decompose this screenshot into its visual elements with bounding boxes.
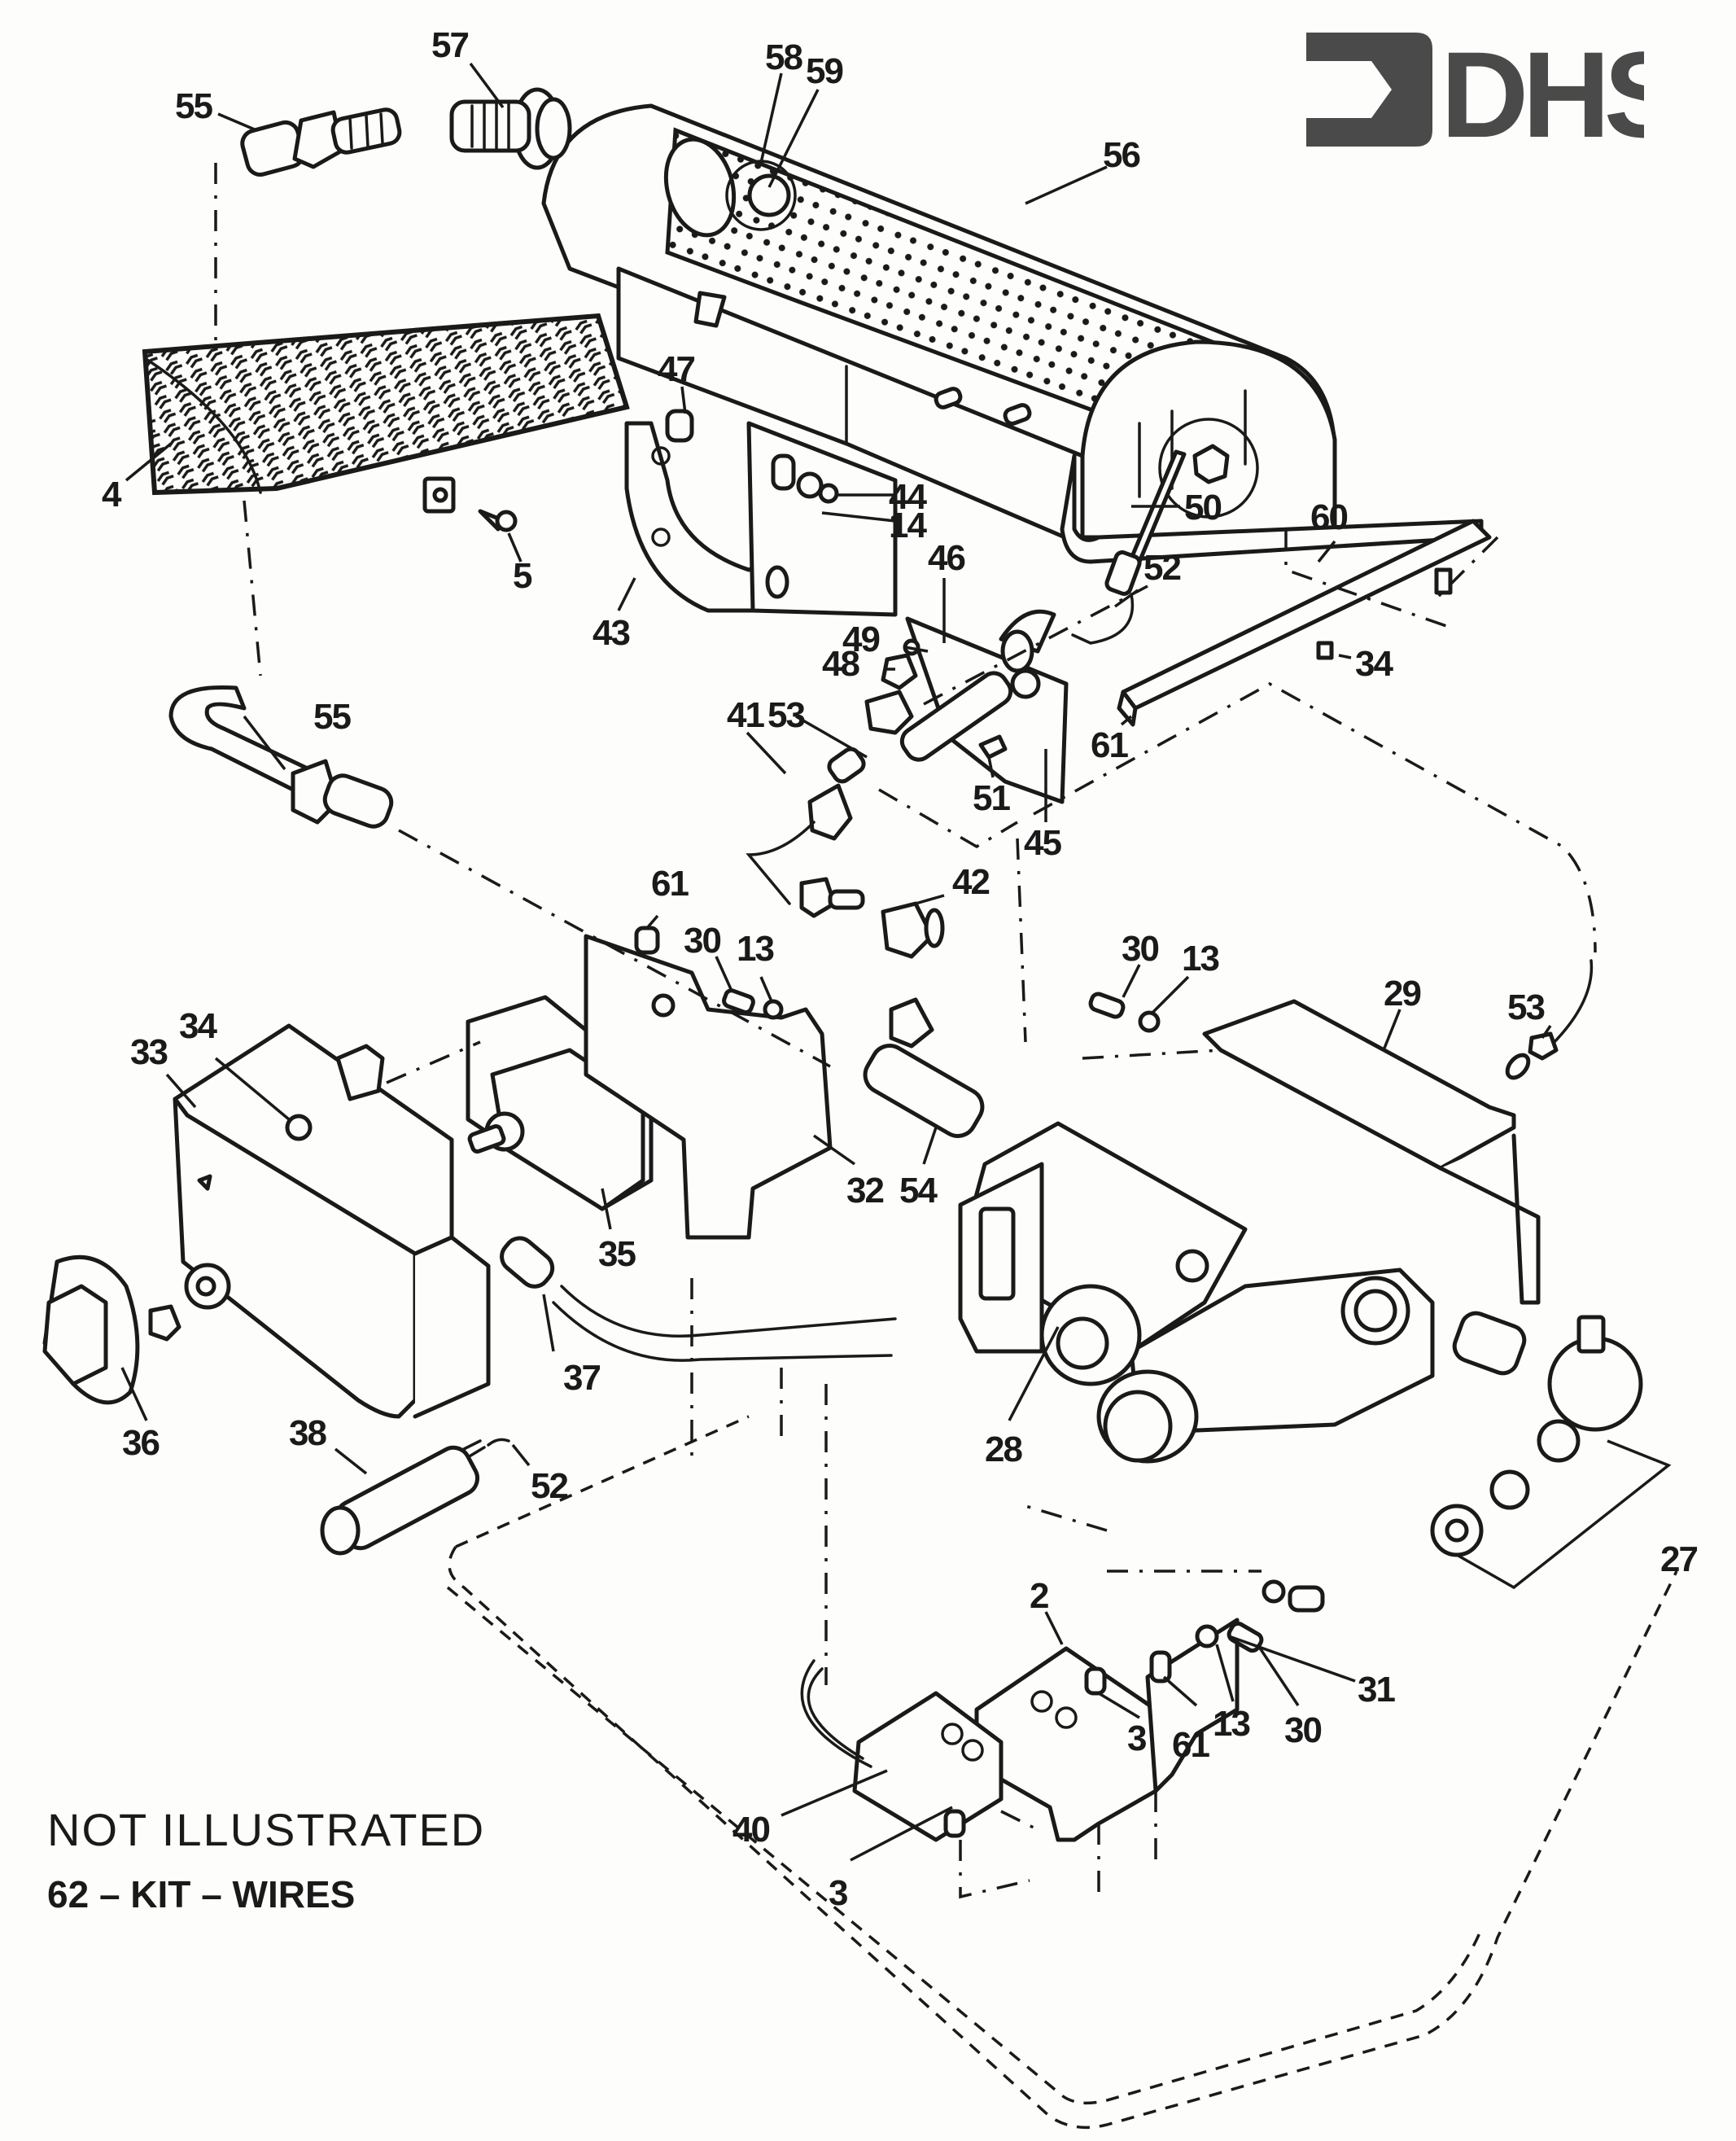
not-illustrated-heading: NOT ILLUSTRATED	[47, 1804, 486, 1855]
callout-61-mid: 61	[651, 864, 689, 904]
callout-50: 50	[1184, 488, 1221, 528]
part-61-screw-lower	[1149, 1650, 1172, 1683]
callout-52-lower: 52	[531, 1466, 567, 1506]
part-61-screw-upper	[634, 926, 660, 955]
callout-14: 14	[889, 506, 927, 545]
pilot-tube	[746, 821, 816, 905]
not-illustrated-item-62: 62 – KIT – WIRES	[47, 1873, 356, 1916]
callout-31: 31	[1358, 1670, 1395, 1710]
part-5-screw-and-clip	[422, 476, 518, 532]
part-43-bracket	[624, 409, 898, 617]
part-27-inlet-kit	[1430, 1311, 1672, 1590]
part-40-switch	[800, 1659, 1004, 1842]
callout-29: 29	[1384, 974, 1420, 1014]
callout-13-right: 13	[1182, 939, 1218, 979]
logo-text: DHS	[1441, 28, 1644, 151]
callout-52-upper: 52	[1143, 548, 1180, 588]
callout-54: 54	[899, 1171, 938, 1211]
part-13-washer-right	[1138, 1010, 1161, 1033]
callout-40: 40	[732, 1810, 769, 1850]
part-37-wire-harness	[500, 1236, 897, 1362]
callout-57: 57	[431, 25, 468, 65]
callout-4: 4	[102, 475, 122, 514]
part-30-screw-upper	[722, 988, 784, 1020]
callout-27: 27	[1660, 1539, 1697, 1579]
callout-53-right: 53	[1507, 987, 1544, 1027]
callout-55-hose: 55	[313, 697, 351, 737]
callout-58: 58	[765, 37, 802, 77]
brand-logo: DHS	[1306, 28, 1644, 151]
callout-35: 35	[598, 1234, 636, 1274]
part-3-screw-bracket	[1084, 1666, 1107, 1696]
callout-47: 47	[658, 349, 694, 389]
callout-51: 51	[973, 778, 1010, 818]
part-34-screw-upper	[1316, 641, 1334, 660]
callout-30-lower: 30	[1284, 1710, 1321, 1750]
callout-49: 49	[842, 620, 879, 659]
part-4-mesh-radiant	[142, 313, 630, 496]
part-57-fitting	[449, 87, 572, 170]
callout-53-left: 53	[767, 695, 804, 735]
pilot-components	[807, 638, 1013, 841]
callout-30-right: 30	[1122, 929, 1158, 969]
burner-assembly	[541, 103, 1484, 564]
cabinet-outline	[448, 1415, 1678, 2130]
callout-32: 32	[846, 1171, 883, 1211]
part-28-gas-valve	[958, 1121, 1435, 1464]
callout-60: 60	[1310, 497, 1347, 537]
callout-5: 5	[513, 556, 532, 596]
callout-45: 45	[1024, 823, 1061, 863]
part-36-knob	[42, 1254, 231, 1405]
part-53-thermocouple	[1505, 959, 1594, 1080]
callout-46: 46	[928, 538, 964, 578]
callout-38: 38	[289, 1413, 326, 1453]
part-30-screw-right	[1088, 992, 1126, 1019]
callout-34-upper: 34	[1355, 644, 1393, 684]
arrow-into-bracket-icon	[1306, 33, 1432, 147]
callout-36: 36	[122, 1423, 159, 1463]
callout-28: 28	[985, 1430, 1022, 1469]
part-38-igniter	[320, 1438, 510, 1556]
part-55-hose	[168, 685, 394, 829]
callouts: 57 55 58 59 56 47 4 5 44 14 50 60 43 46 …	[102, 25, 1699, 1913]
callout-42: 42	[952, 862, 989, 902]
callout-48: 48	[822, 644, 859, 684]
callout-2: 2	[1030, 1576, 1048, 1616]
callout-59: 59	[806, 51, 842, 91]
part-55-fitting-top	[240, 107, 402, 177]
callout-33: 33	[130, 1032, 167, 1072]
part-34-screw-cover	[285, 1114, 313, 1141]
callout-55-top: 55	[175, 86, 212, 126]
callout-61-lower: 61	[1172, 1725, 1209, 1765]
callout-13-mid: 13	[737, 929, 773, 969]
callout-3-bracket: 3	[1127, 1718, 1146, 1758]
part-54-fitting	[863, 997, 985, 1138]
callout-30-mid: 30	[684, 921, 720, 961]
callout-37: 37	[563, 1358, 600, 1398]
callout-34-cover: 34	[179, 1006, 217, 1046]
callout-13-lower: 13	[1213, 1704, 1249, 1744]
part-29-cover-plate	[1202, 999, 1516, 1171]
part-33-control-cover	[173, 1023, 491, 1419]
part-42-fitting	[799, 877, 945, 959]
callout-56: 56	[1103, 135, 1139, 175]
callout-43: 43	[593, 613, 629, 653]
callout-41: 41	[727, 695, 764, 735]
callout-3-switch: 3	[829, 1873, 847, 1913]
callout-44: 44	[889, 477, 927, 517]
callout-61-upper: 61	[1091, 725, 1128, 765]
assembly-lines	[214, 163, 1597, 1899]
